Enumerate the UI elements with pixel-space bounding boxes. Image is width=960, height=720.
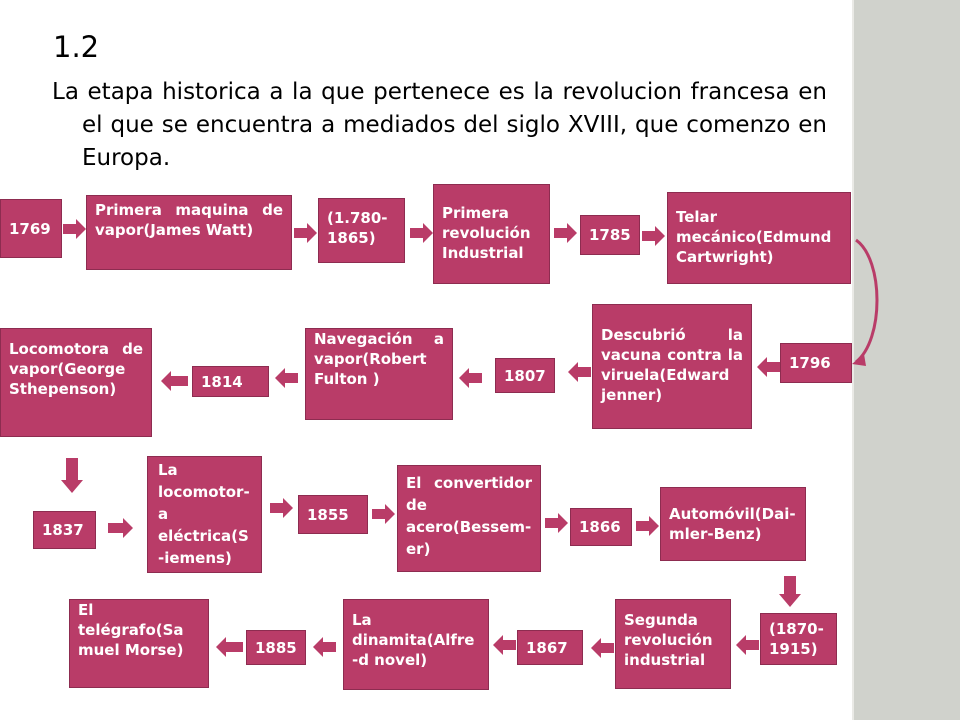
arrow-right-icon bbox=[545, 513, 568, 533]
event-box-stephenson: Locomotora de vapor(George Sthepenson) bbox=[0, 328, 152, 437]
year-box-1837: 1837 bbox=[33, 511, 96, 549]
curved-arrow-icon bbox=[852, 238, 879, 366]
arrow-right-icon bbox=[410, 223, 433, 243]
event-box-morse: El telégrafo(Sa muel Morse) bbox=[69, 599, 209, 688]
arrow-right-icon bbox=[270, 498, 293, 518]
arrow-right-icon bbox=[108, 518, 133, 538]
year-box-1855: 1855 bbox=[298, 495, 368, 534]
slide-body-text: La etapa historica a la que pertenece es… bbox=[52, 79, 827, 171]
event-box-siemens: La locomotor- a eléctrica(S -iemens) bbox=[147, 456, 262, 573]
event-box-second-revolution: Segunda revolución industrial bbox=[615, 599, 731, 689]
arrow-left-icon bbox=[275, 368, 298, 388]
event-box-cartwright: Telar mecánico(Edmund Cartwright) bbox=[667, 192, 851, 284]
event-box-first-revolution: Primera revolución Industrial bbox=[433, 184, 550, 284]
year-box-1807: 1807 bbox=[495, 358, 555, 393]
arrow-right-icon bbox=[636, 516, 659, 536]
arrow-left-icon bbox=[757, 357, 780, 377]
arrow-right-icon bbox=[554, 223, 577, 243]
event-box-jenner: Descubrió la vacuna contra la viruela(Ed… bbox=[592, 304, 752, 429]
decorative-side-panel bbox=[852, 0, 960, 720]
range-box-1780-1865: (1.780- 1865) bbox=[318, 198, 405, 263]
year-box-1785: 1785 bbox=[580, 215, 640, 255]
arrow-left-icon bbox=[313, 637, 336, 657]
arrow-right-icon bbox=[372, 504, 395, 524]
event-box-daimler: Automóvil(Dai- mler-Benz) bbox=[660, 487, 806, 561]
arrow-down-icon bbox=[779, 576, 801, 607]
arrow-left-icon bbox=[591, 638, 614, 658]
event-box-watt: Primera maquina de vapor(James Watt) bbox=[86, 195, 292, 270]
arrow-left-icon bbox=[736, 635, 759, 655]
arrow-right-icon bbox=[642, 226, 665, 246]
event-box-nobel: La dinamita(Alfre -d novel) bbox=[343, 599, 489, 690]
year-box-1867: 1867 bbox=[517, 630, 583, 665]
year-box-1814: 1814 bbox=[192, 366, 269, 397]
arrow-right-icon bbox=[294, 223, 317, 243]
event-box-bessemer: El convertidor de acero(Bessem- er) bbox=[397, 465, 541, 572]
arrow-down-icon bbox=[61, 458, 83, 493]
year-box-1885: 1885 bbox=[246, 630, 306, 665]
year-box-1866: 1866 bbox=[570, 508, 632, 546]
arrow-left-icon bbox=[161, 371, 188, 391]
range-box-1870-1915: (1870- 1915) bbox=[760, 613, 837, 665]
arrow-left-icon bbox=[216, 637, 243, 657]
arrow-left-icon bbox=[493, 635, 516, 655]
arrow-left-icon bbox=[459, 368, 482, 388]
year-box-1769: 1769 bbox=[0, 199, 62, 258]
year-box-1796: 1796 bbox=[780, 343, 852, 383]
slide-title: 1.2 bbox=[53, 30, 100, 64]
arrow-right-icon bbox=[63, 219, 86, 239]
event-box-fulton: Navegación a vapor(Robert Fulton ) bbox=[305, 328, 453, 420]
arrow-left-icon bbox=[568, 362, 591, 382]
